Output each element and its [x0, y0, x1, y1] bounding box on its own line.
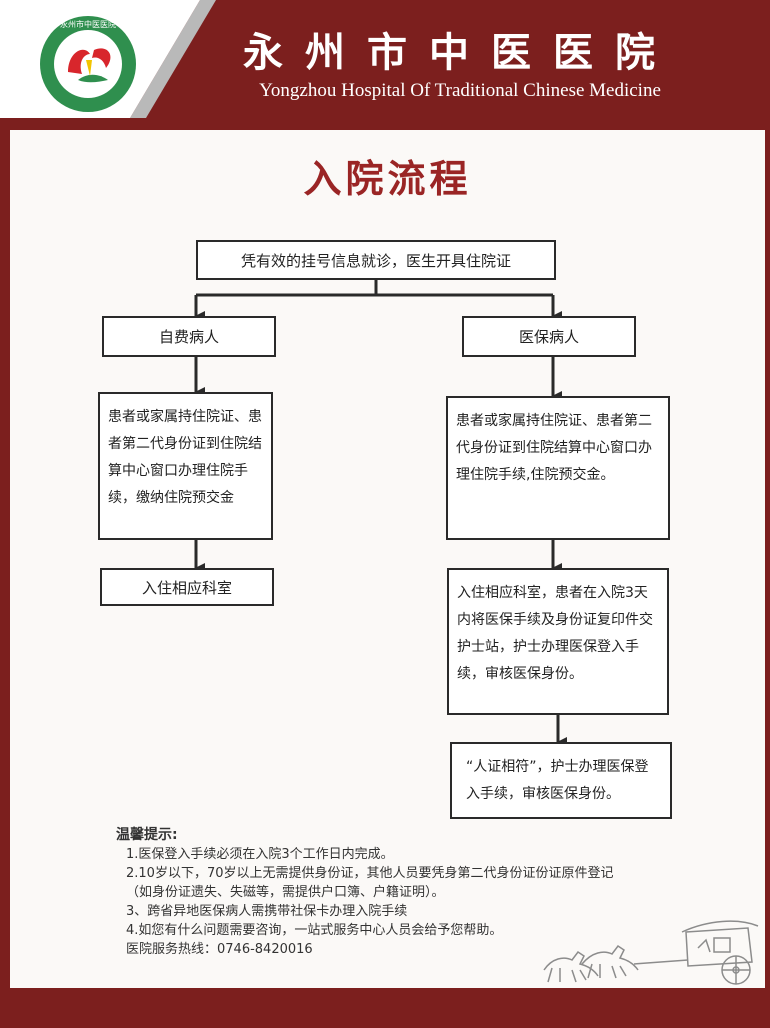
insured-step2-box: 入住相应科室，患者在入院3天内将医保手续及身份证复印件交护士站，护士办理医保登入… — [447, 568, 669, 715]
self-pay-step1-text: 患者或家属持住院证、患者第二代身份证到住院结算中心窗口办理住院手续，缴纳住院预交… — [108, 409, 262, 506]
tip-item: 3、跨省异地医保病人需携带社保卡办理入院手续 — [126, 904, 408, 919]
insured-step1-box: 患者或家属持住院证、患者第二代身份证到住院结算中心窗口办理住院手续,住院预交金。 — [446, 396, 670, 540]
start-step-text: 凭有效的挂号信息就诊，医生开具住院证 — [240, 251, 511, 270]
tips-section: 温馨提示: 1.医保登入手续必须在入院3个工作日内完成。 2.10岁以下，70岁… — [116, 826, 636, 959]
tip-item: 4.如您有什么问题需要咨询，一站式服务中心人员会给予您帮助。 — [126, 923, 503, 938]
logo-ring-text: 永州市中医医院 — [60, 19, 116, 29]
hospital-logo: 永州市中医医院 — [40, 16, 136, 112]
insured-label: 医保病人 — [518, 328, 579, 346]
self-pay-step1-box: 患者或家属持住院证、患者第二代身份证到住院结算中心窗口办理住院手续，缴纳住院预交… — [98, 392, 273, 540]
insured-step2-text: 入住相应科室，患者在入院3天内将医保手续及身份证复印件交护士站，护士办理医保登入… — [457, 585, 653, 682]
self-pay-label: 自费病人 — [158, 328, 219, 346]
self-pay-step2-text: 入住相应科室 — [141, 578, 232, 597]
hospital-name-en: Yongzhou Hospital Of Traditional Chinese… — [259, 80, 661, 101]
content-panel: 入院流程 凭有效的挂号信息就诊，医生开具住院证 自费病人 医保病人 患者或家属持… — [10, 130, 765, 988]
hospital-name-cn: 永州市中医医院 — [243, 29, 677, 76]
insured-step3-text: “人证相符”，护士办理医保登入手续，审核医保身份。 — [466, 759, 649, 802]
self-pay-step2-box: 入住相应科室 — [100, 568, 274, 606]
tips-title: 温馨提示: — [116, 827, 178, 843]
start-step-box: 凭有效的挂号信息就诊，医生开具住院证 — [196, 240, 556, 280]
flow-connectors — [194, 280, 567, 747]
service-hotline: 医院服务热线：0746-8420016 — [126, 942, 313, 957]
insured-step3-box: “人证相符”，护士办理医保登入手续，审核医保身份。 — [450, 742, 672, 819]
tip-item: 2.10岁以下，70岁以上无需提供身份证，其他人员要凭身第二代身份证份证原件登记… — [126, 866, 614, 900]
insured-step1-text: 患者或家属持住院证、患者第二代身份证到住院结算中心窗口办理住院手续,住院预交金。 — [456, 413, 652, 483]
tip-item: 1.医保登入手续必须在入院3个工作日内完成。 — [126, 847, 394, 862]
self-pay-label-box: 自费病人 — [102, 316, 276, 357]
page-title: 入院流程 — [303, 157, 472, 201]
horse-carriage-illustration — [543, 920, 759, 985]
insured-label-box: 医保病人 — [462, 316, 636, 357]
